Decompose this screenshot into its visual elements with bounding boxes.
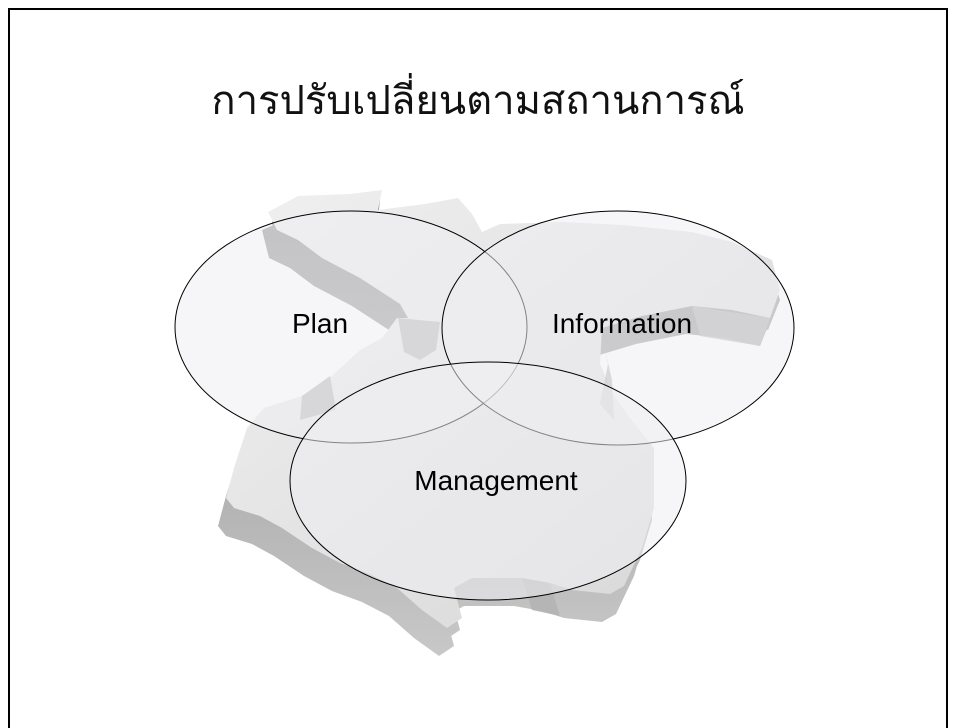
label-management: Management [414, 465, 578, 496]
venn-labels: Plan Information Management [292, 308, 692, 496]
slide-title: การปรับเปลี่ยนตามสถานการณ์ [211, 78, 745, 124]
circle-management [289, 361, 687, 601]
venn-circles [174, 210, 795, 601]
label-information: Information [552, 308, 692, 339]
label-plan: Plan [292, 308, 348, 339]
